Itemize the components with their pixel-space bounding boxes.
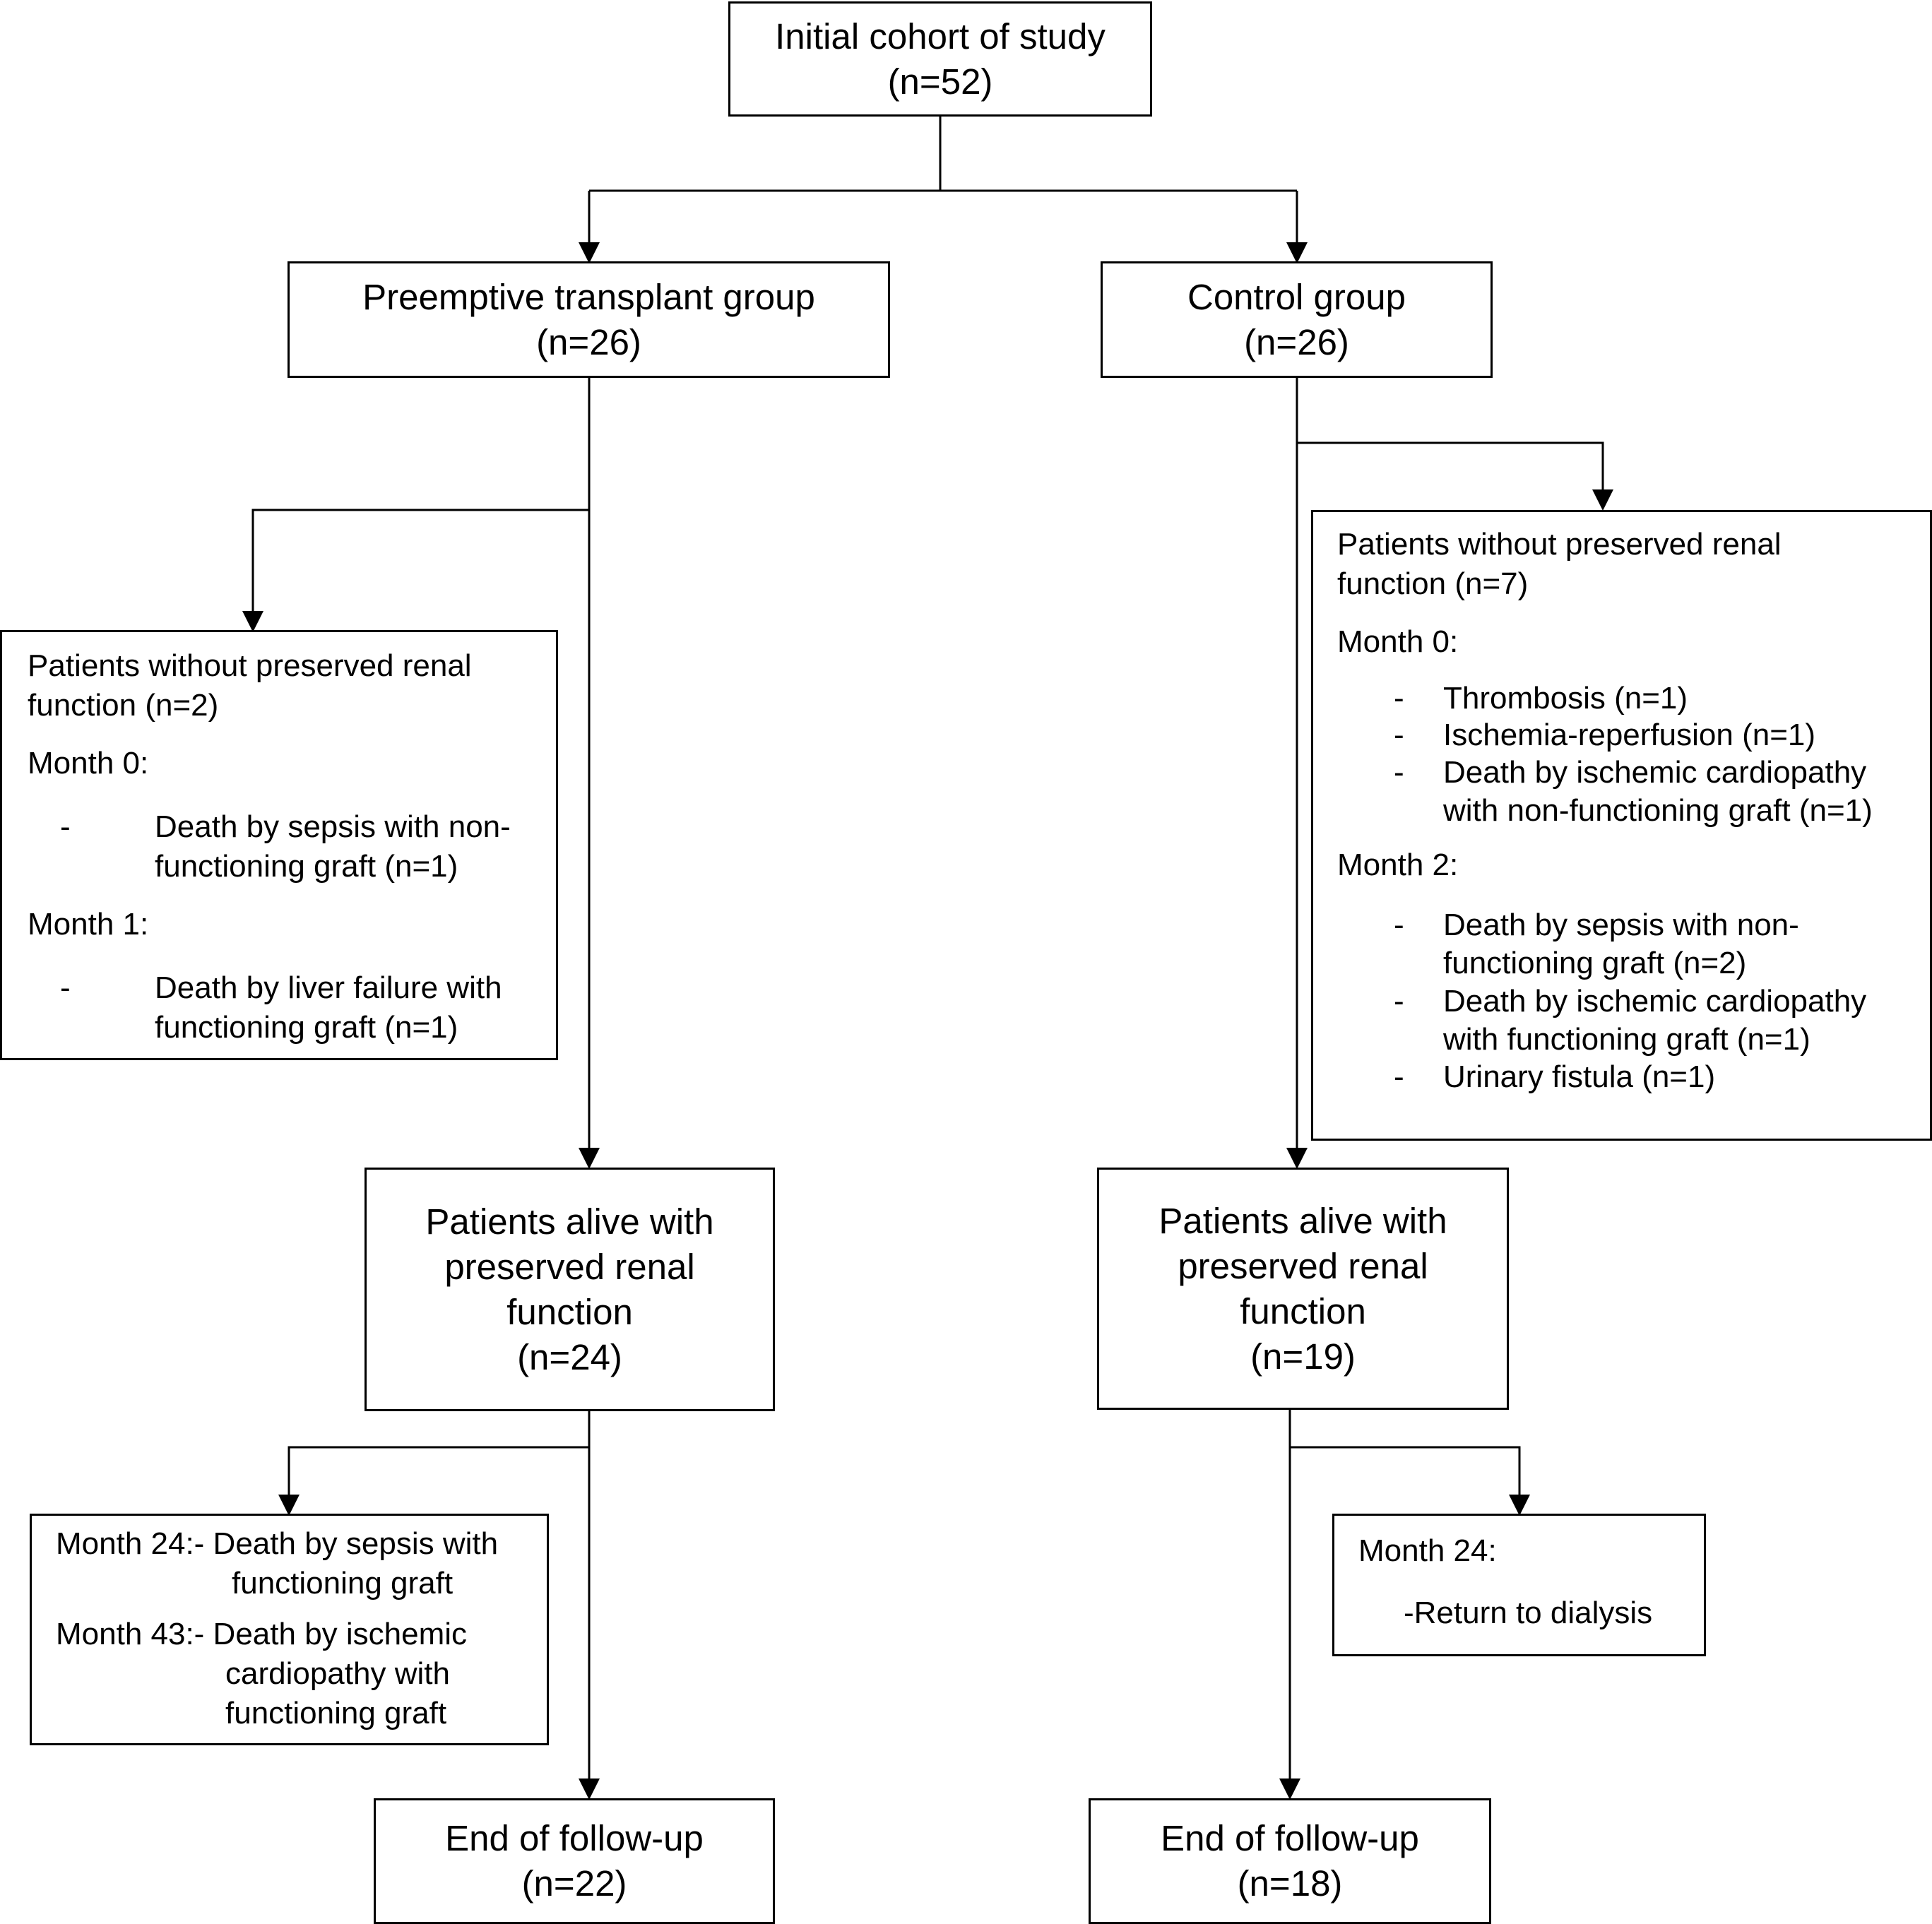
preemptive-group-count: (n=26)	[536, 321, 641, 362]
preemptive-loss-box: Patients without preserved renal functio…	[0, 630, 558, 1060]
control-alive-box: Patients alive with preserved renal func…	[1097, 1168, 1509, 1410]
preemptive-alive-count: (n=24)	[517, 1336, 622, 1377]
control-late-box: Month 24: -Return to dialysis	[1332, 1514, 1706, 1656]
control-loss-fistula: Urinary fistula (n=1)	[1443, 1059, 1716, 1094]
control-loss-heading-2: function (n=7)	[1337, 566, 1529, 601]
preemptive-group-box: Preemptive transplant group (n=26)	[288, 261, 890, 378]
preemptive-loss-sepsis-line1: Death by sepsis with non-	[155, 809, 511, 844]
preemptive-late-month24-cont: functioning graft	[232, 1566, 454, 1601]
control-end-box: End of follow-up (n=18)	[1089, 1798, 1491, 1924]
control-late-dialysis: -Return to dialysis	[1404, 1596, 1653, 1630]
preemptive-loss-item-liver: - Death by liver failure with functionin…	[28, 968, 556, 1047]
preemptive-loss-heading-1: Patients without preserved renal	[28, 648, 472, 683]
control-loss-item-cardio-func: - Death by ischemic cardiopathy with fun…	[1337, 982, 1930, 1059]
control-loss-item-fistula: - Urinary fistula (n=1)	[1337, 1059, 1930, 1095]
preemptive-alive-line1: Patients alive with	[425, 1201, 714, 1242]
control-loss-cardio-func-line2: with functioning graft (n=1)	[1443, 1022, 1810, 1057]
initial-cohort-title: Initial cohort of study	[775, 16, 1106, 57]
control-loss-box: Patients without preserved renal functio…	[1311, 510, 1932, 1141]
control-group-title: Control group	[1187, 276, 1406, 317]
control-loss-thrombosis: Thrombosis (n=1)	[1443, 681, 1688, 715]
preemptive-loss-item-sepsis: - Death by sepsis with non- functioning …	[28, 807, 556, 886]
preemptive-alive-line3: function	[506, 1291, 633, 1332]
control-loss-month0: Month 0:	[1337, 624, 1459, 659]
bullet-dash: -	[1394, 908, 1404, 942]
preemptive-end-count: (n=22)	[521, 1863, 627, 1904]
control-end-title: End of follow-up	[1161, 1818, 1419, 1858]
control-loss-ischemia: Ischemia-reperfusion (n=1)	[1443, 718, 1816, 752]
control-alive-line2: preserved renal	[1178, 1245, 1428, 1286]
preemptive-late-box: Month 24:- Death by sepsis with function…	[30, 1514, 549, 1745]
control-loss-sepsis-line2: functioning graft (n=2)	[1443, 946, 1747, 980]
initial-cohort-box: Initial cohort of study (n=52)	[728, 1, 1152, 117]
control-loss-month2-list: - Death by sepsis with non- functioning …	[1337, 906, 1930, 1095]
preemptive-late-month43-cont2: functioning graft	[225, 1696, 447, 1730]
preemptive-loss-liver-line2: functioning graft (n=1)	[155, 1010, 458, 1045]
bullet-dash: -	[1394, 755, 1404, 790]
preemptive-loss-heading-2: function (n=2)	[28, 688, 219, 723]
control-loss-heading-1: Patients without preserved renal	[1337, 527, 1782, 562]
control-loss-item-thrombosis: - Thrombosis (n=1)	[1337, 680, 1930, 717]
control-end-count: (n=18)	[1237, 1863, 1343, 1904]
preemptive-end-box: End of follow-up (n=22)	[374, 1798, 775, 1924]
control-alive-line1: Patients alive with	[1158, 1200, 1447, 1241]
control-loss-item-sepsis: - Death by sepsis with non- functioning …	[1337, 906, 1930, 982]
control-loss-sepsis-line1: Death by sepsis with non-	[1443, 908, 1799, 942]
control-loss-cardio-nonfunc-line2: with non-functioning graft (n=1)	[1443, 793, 1873, 828]
bullet-dash: -	[60, 970, 71, 1005]
arrow-ctrl-alive-to-late	[1290, 1446, 1530, 1516]
preemptive-alive-box: Patients alive with preserved renal func…	[365, 1168, 775, 1411]
preemptive-alive-line2: preserved renal	[444, 1246, 695, 1287]
control-loss-cardio-func-line1: Death by ischemic cardiopathy	[1443, 984, 1867, 1019]
preemptive-late-month43-cont1: cardiopathy with	[225, 1656, 450, 1691]
initial-cohort-count: (n=52)	[887, 61, 993, 102]
preemptive-end-title: End of follow-up	[445, 1818, 704, 1858]
control-alive-line3: function	[1240, 1290, 1366, 1331]
bullet-dash: -	[1394, 984, 1404, 1019]
control-group-box: Control group (n=26)	[1101, 261, 1493, 378]
arrow-ctrl-to-loss	[1297, 441, 1613, 511]
preemptive-loss-month0: Month 0:	[28, 746, 149, 780]
control-loss-month0-list: - Thrombosis (n=1) - Ischemia-reperfusio…	[1337, 680, 1930, 830]
control-group-count: (n=26)	[1244, 321, 1349, 362]
control-alive-count: (n=19)	[1250, 1336, 1356, 1377]
arrow-pre-to-loss	[242, 509, 589, 632]
preemptive-late-month43: Month 43:- Death by ischemic	[56, 1617, 468, 1651]
bullet-dash: -	[60, 809, 71, 844]
preemptive-loss-sepsis-line2: functioning graft (n=1)	[155, 849, 458, 884]
control-loss-month2: Month 2:	[1337, 848, 1459, 882]
bullet-dash: -	[1394, 681, 1404, 715]
control-loss-item-ischemia: - Ischemia-reperfusion (n=1)	[1337, 717, 1930, 754]
preemptive-late-month24: Month 24:- Death by sepsis with	[56, 1526, 499, 1561]
bullet-dash: -	[1394, 1059, 1404, 1094]
control-late-month24: Month 24:	[1358, 1533, 1497, 1568]
arrow-pre-alive-to-late	[278, 1446, 589, 1516]
bullet-dash: -	[1394, 718, 1404, 752]
preemptive-group-title: Preemptive transplant group	[362, 276, 815, 317]
preemptive-loss-liver-line1: Death by liver failure with	[155, 970, 502, 1005]
control-loss-cardio-nonfunc-line1: Death by ischemic cardiopathy	[1443, 755, 1867, 790]
preemptive-loss-month1: Month 1:	[28, 907, 149, 942]
control-loss-item-cardio-nonfunc: - Death by ischemic cardiopathy with non…	[1337, 754, 1930, 830]
